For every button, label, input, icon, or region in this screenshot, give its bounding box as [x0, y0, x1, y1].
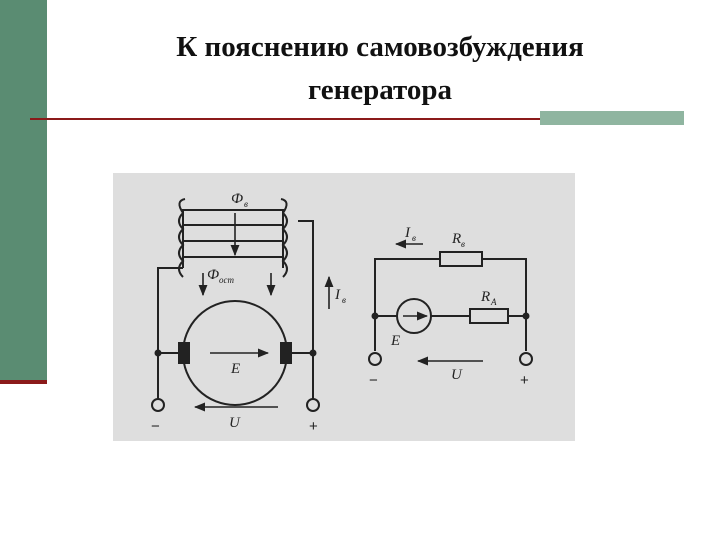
minus-sign-left: −: [151, 418, 160, 435]
title-line-2: генератора: [307, 74, 453, 106]
terminal-minus-right: [368, 352, 382, 366]
pole-core: [182, 209, 284, 268]
flux-residual-label: Ф: [207, 267, 219, 283]
armature-resistor-label: R: [480, 289, 490, 305]
title-line-1: К пояснению самовозбуждения: [176, 31, 584, 63]
field-coil-right: [281, 212, 288, 278]
plus-sign-right: +: [520, 372, 529, 389]
terminal-minus-left: [151, 398, 165, 412]
field-lead-left: [157, 267, 183, 351]
field-lead-right: [298, 220, 314, 351]
right-arrows: [394, 239, 483, 366]
minus-sign-right: −: [369, 372, 378, 389]
flux-main-sub: в: [244, 199, 248, 209]
field-current-label: I: [334, 287, 341, 303]
armature-resistor: [469, 308, 509, 324]
emf-label-left: E: [230, 361, 240, 377]
sidebar-decoration: [0, 0, 47, 383]
flux-residual-sub: ост: [219, 275, 234, 285]
field-resistor: [439, 251, 483, 267]
title-accent-bar: [540, 111, 684, 125]
terminal-plus-right: [519, 352, 533, 366]
slide-title: К пояснению самовозбуждения генератора: [60, 26, 700, 112]
circuit-diagrams-svg: Ф в Ф ост I в E U − +: [151, 191, 533, 435]
field-current-sub: в: [342, 295, 346, 305]
field-resistor-label: R: [451, 231, 461, 247]
field-current-sub-right: в: [412, 233, 416, 243]
terminal-plus-left: [306, 398, 320, 412]
generator-figure: Ф в Ф ост I в E U − +: [113, 173, 575, 441]
plus-sign-left: +: [309, 418, 318, 435]
flux-main-label: Ф: [231, 191, 243, 207]
emf-label-right: E: [390, 333, 400, 349]
field-coil-left: [178, 212, 185, 278]
title-divider: [30, 118, 682, 120]
sidebar-cap-line: [0, 380, 47, 384]
field-resistor-sub: в: [461, 239, 465, 249]
armature-resistor-sub: A: [490, 297, 497, 307]
brush-right: [280, 342, 292, 364]
voltage-label-left: U: [229, 415, 241, 431]
brush-left: [178, 342, 190, 364]
right-diagram: [368, 251, 533, 366]
field-current-label-right: I: [404, 225, 411, 241]
field-branch: [374, 258, 440, 351]
left-diagram: [151, 198, 320, 412]
left-arrows: [193, 213, 334, 412]
voltage-label-right: U: [451, 367, 463, 383]
